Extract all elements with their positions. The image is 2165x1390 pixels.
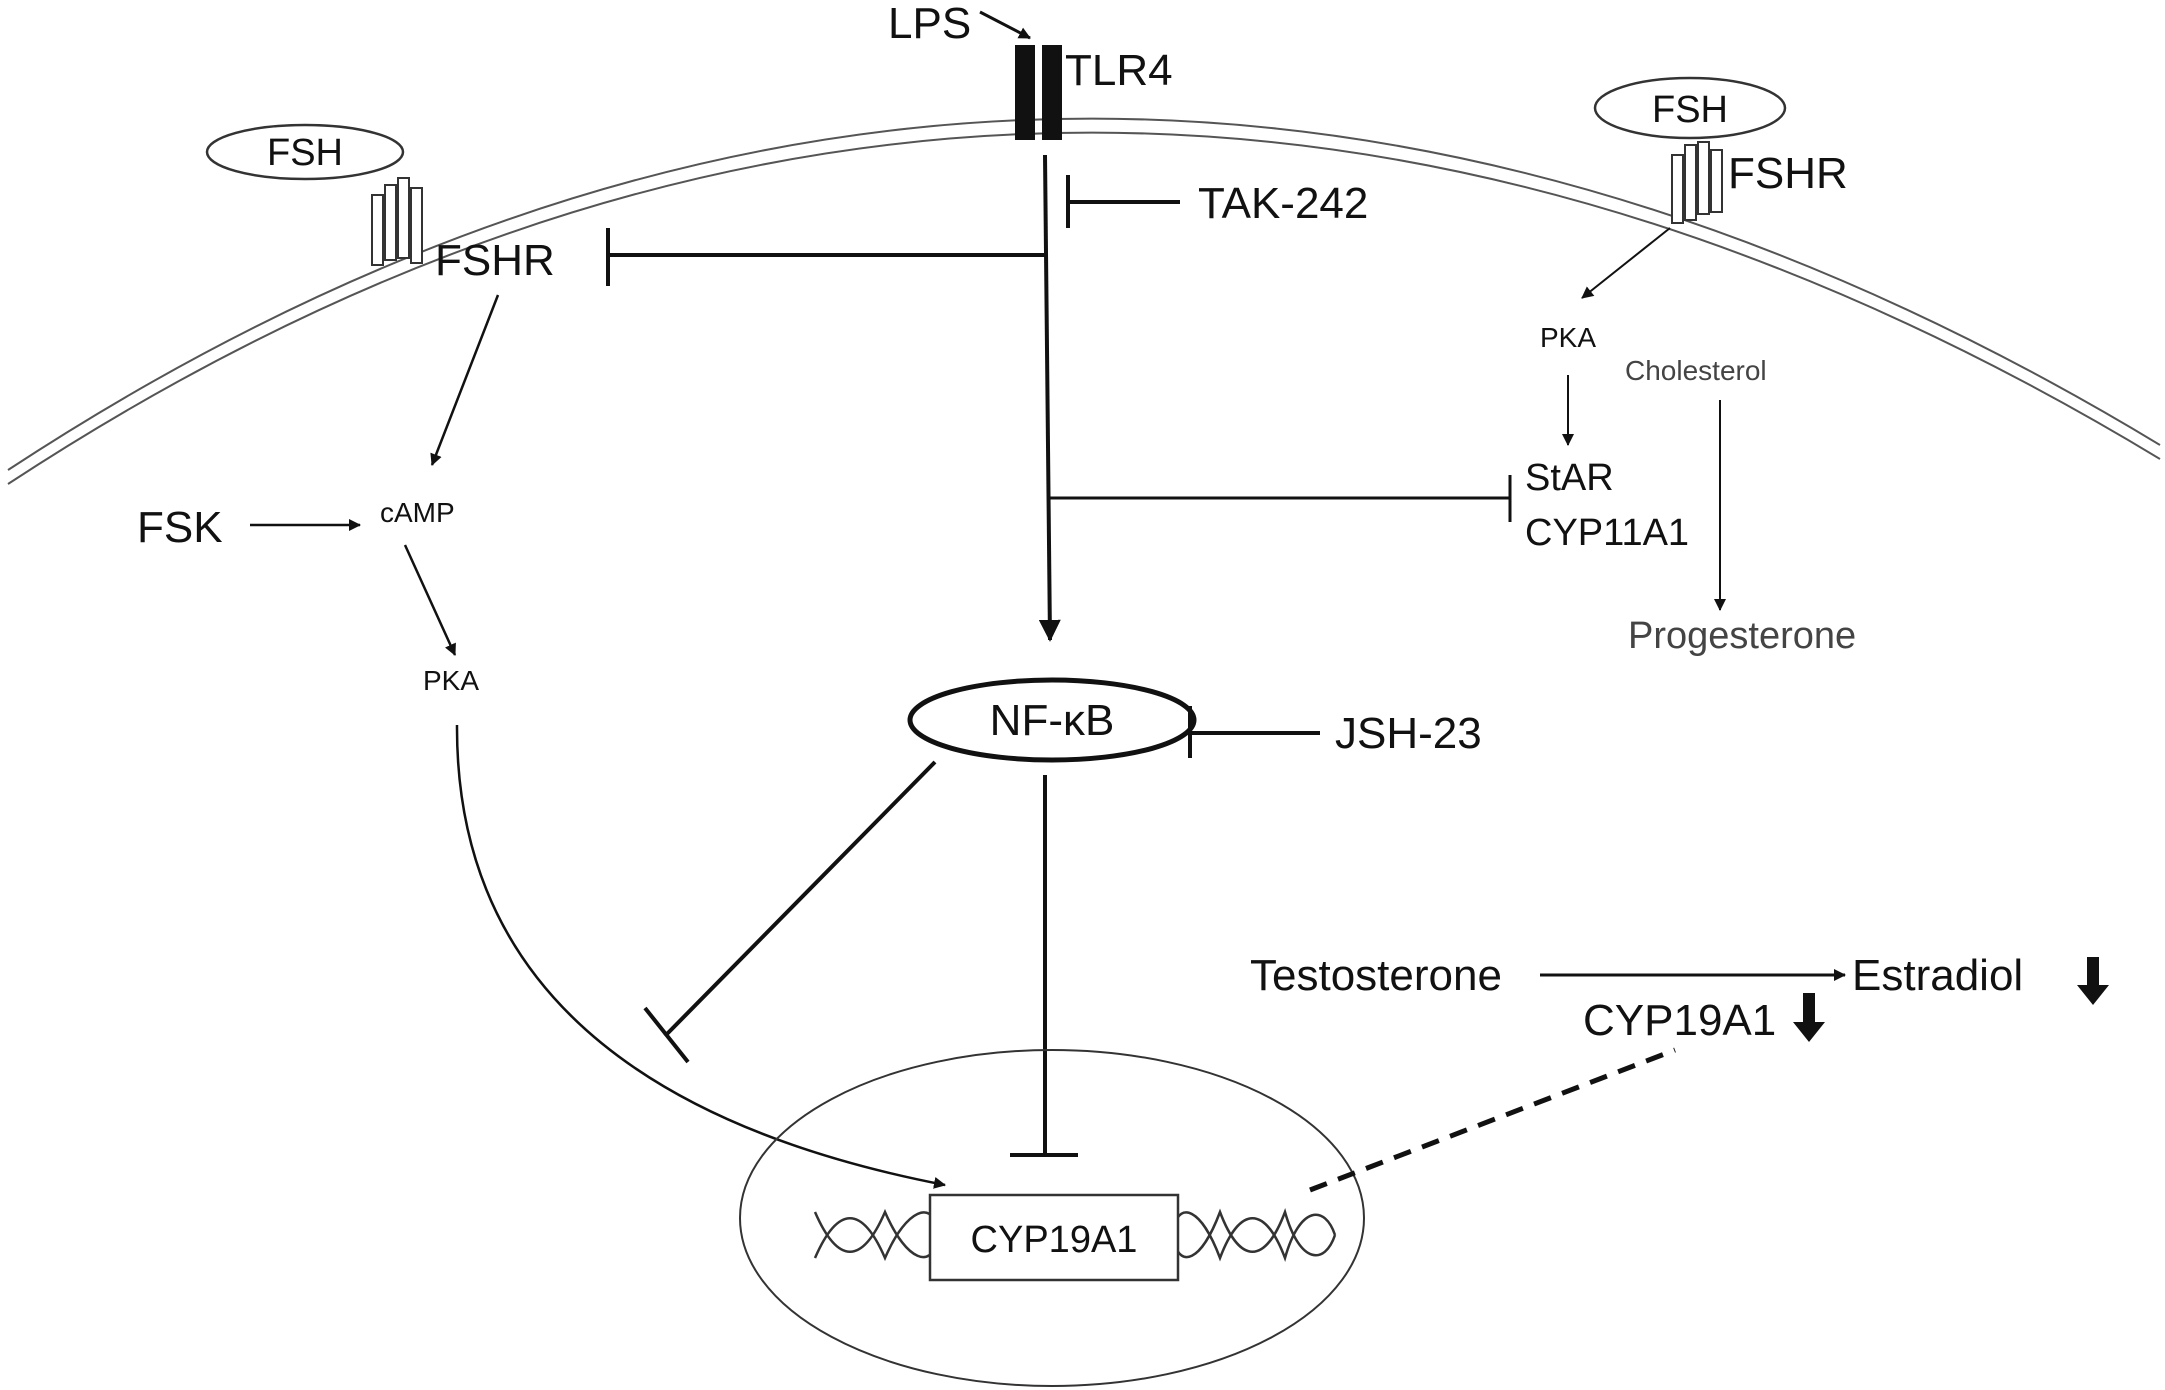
fshr-to-camp-arrow <box>430 294 500 466</box>
fsh-left-oval <box>205 123 405 181</box>
fshr-right-receptor-icon <box>1671 141 1723 224</box>
cyp19a1-decrease-arrow-icon <box>1793 993 1825 1042</box>
tlr4-receptor-icon <box>1015 45 1062 140</box>
nfkb-vertical-inhibitor <box>1010 775 1078 1157</box>
cell-membrane <box>7 117 2161 485</box>
testosterone-label: Testosterone <box>1250 951 1502 1000</box>
tlr4-inhibits-fshr <box>606 228 1045 286</box>
cyp19a1-gene-box <box>928 1193 1180 1282</box>
fsh-right-label: FSH <box>1652 89 1728 131</box>
nfkb-oval <box>907 677 1197 763</box>
pka-left-label: PKA <box>423 665 479 696</box>
lps-arrow <box>979 10 1031 40</box>
pka-right-label: PKA <box>1540 322 1596 353</box>
fsh-right-oval <box>1593 76 1787 140</box>
nfkb-diagonal-inhibitor <box>643 760 937 1064</box>
tak242-inhibitor <box>1066 175 1180 228</box>
cyp11a1-label: CYP11A1 <box>1525 512 1689 554</box>
fsh-left-label: FSH <box>267 132 343 174</box>
camp-to-pka-arrow <box>403 544 457 656</box>
progesterone-label: Progesterone <box>1628 615 1856 657</box>
lps-label: LPS <box>888 0 971 48</box>
fshr-left-receptor-icon <box>371 177 423 266</box>
camp-label: cAMP <box>380 497 455 528</box>
tlr4-inhibits-star <box>1050 475 1512 522</box>
estradiol-label: Estradiol <box>1852 951 2023 1000</box>
cyp19a1-enzyme-label: CYP19A1 <box>1583 996 1776 1045</box>
cyp19a1-gene-label: CYP19A1 <box>971 1219 1138 1261</box>
dna-helix-icon <box>813 1208 1337 1262</box>
cholesterol-label: Cholesterol <box>1625 355 1767 386</box>
fshr-right-label: FSHR <box>1728 149 1848 198</box>
pka-to-cyp19a1-arrow <box>455 724 946 1189</box>
tlr4-label: TLR4 <box>1065 46 1173 95</box>
fshr-left-label: FSHR <box>435 236 555 285</box>
jsh23-inhibitor <box>1188 706 1320 758</box>
nfkb-label: NF-κB <box>990 696 1115 745</box>
fshr-to-pka-arrow <box>1581 227 1671 299</box>
jsh23-label: JSH-23 <box>1335 709 1482 758</box>
estradiol-decrease-arrow-icon <box>2077 957 2109 1005</box>
fsk-label: FSK <box>137 503 223 552</box>
tlr4-to-nfkb-arrow <box>1038 154 1061 642</box>
gene-to-enzyme-dashed-line <box>1309 1047 1676 1193</box>
star-label: StAR <box>1525 457 1614 499</box>
nucleus <box>739 1049 1365 1387</box>
tak242-label: TAK-242 <box>1198 179 1368 228</box>
